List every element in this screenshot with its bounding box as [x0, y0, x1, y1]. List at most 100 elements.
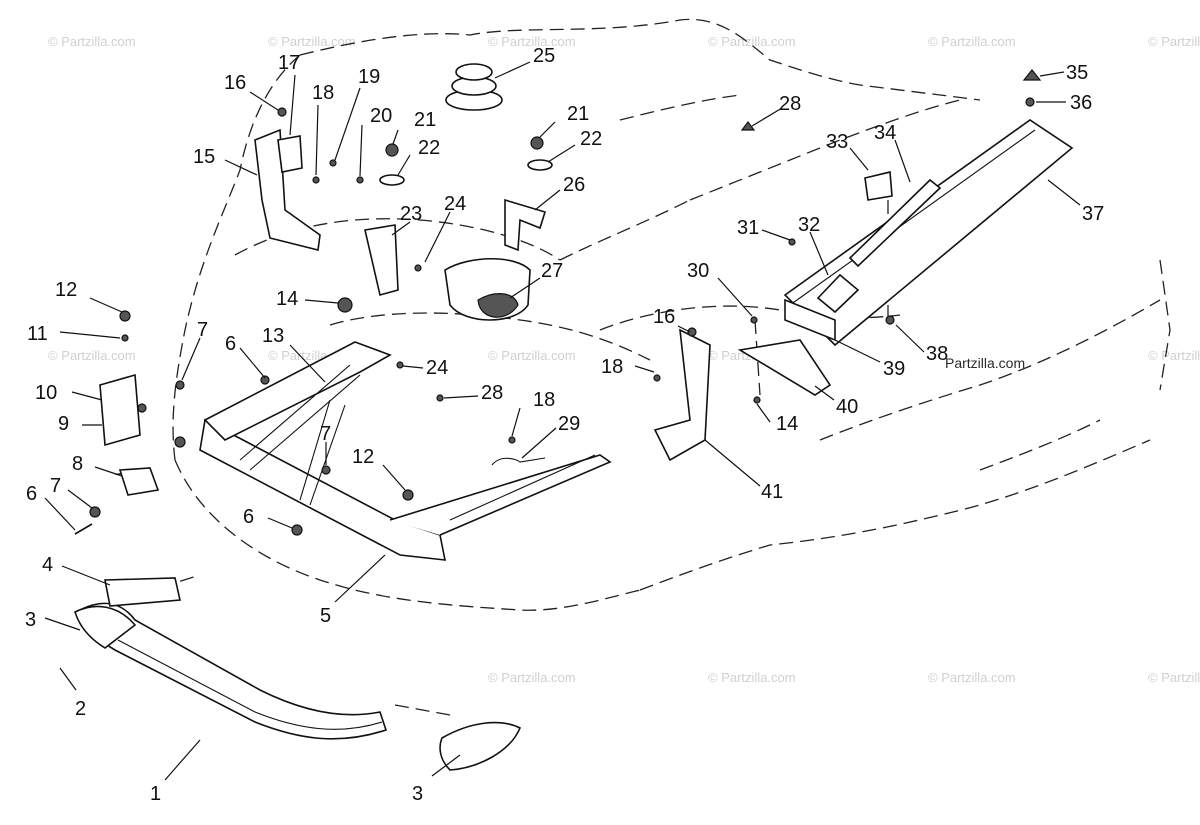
callout-26: 26 [563, 174, 585, 196]
windshield-dashed-line [619, 94, 741, 121]
front-frame-upper [203, 341, 392, 441]
screw-18-lower [508, 436, 516, 444]
bumper-end-cap-left [74, 605, 137, 649]
leader-25 [494, 61, 531, 79]
callout-4: 4 [42, 554, 53, 576]
leader-30 [717, 277, 753, 317]
callout-30: 30 [687, 260, 709, 282]
callout-29: 29 [558, 413, 580, 435]
leader-21a [392, 129, 399, 145]
decal-32 [816, 273, 860, 314]
callout-6: 6 [243, 506, 254, 528]
watermark: © Partzilla.com [488, 670, 576, 685]
callout-7: 7 [320, 423, 331, 445]
callout-8: 8 [72, 453, 83, 475]
leader-17 [289, 74, 296, 136]
callout-14: 14 [276, 288, 298, 310]
callout-6: 6 [26, 483, 37, 505]
leader-3a [44, 617, 81, 631]
watermark: © Partzilla.com [708, 34, 796, 49]
callout-24: 24 [444, 193, 466, 215]
leader-10 [71, 391, 103, 401]
leader-7b [181, 337, 201, 381]
leader-18c [511, 407, 521, 437]
knob-21-left [385, 143, 399, 157]
leader-19 [334, 87, 361, 161]
callout-3: 3 [25, 609, 36, 631]
leader-23 [391, 221, 411, 236]
watermark: © Partzilla.com [488, 34, 576, 49]
bolt-6 [74, 523, 93, 535]
leader-39 [834, 339, 881, 363]
callout-38: 38 [926, 343, 948, 365]
callout-20: 20 [370, 105, 392, 127]
leader-lines [44, 61, 1081, 781]
callout-2: 2 [75, 698, 86, 720]
bracket-40 [737, 339, 832, 396]
nut-7-upper [175, 380, 185, 390]
nut-7-lower [174, 436, 186, 448]
screw-10 [137, 403, 147, 413]
rivet-20 [356, 176, 364, 184]
callout-36: 36 [1070, 92, 1092, 114]
cable-29 [449, 454, 596, 521]
nut-12 [119, 310, 131, 322]
leader-8 [94, 466, 123, 477]
grommet-36 [1025, 97, 1035, 107]
inner-dashed-line [329, 312, 651, 361]
leader-38 [895, 324, 925, 353]
leader-40 [814, 385, 835, 401]
hood-left-dashed-line [172, 54, 301, 461]
callout-21: 21 [414, 109, 436, 131]
hood-bottom-dashed-line [174, 459, 641, 611]
callout-39: 39 [883, 358, 905, 380]
nut-12-frame [402, 489, 414, 501]
fastener-35 [1022, 69, 1042, 81]
bracket-bolt-dashed-line [754, 319, 761, 396]
watermark: © Partzilla.com [1148, 34, 1200, 49]
leader-7a [67, 489, 93, 509]
watermark: © Partzilla.com [48, 34, 136, 49]
decal-33 [864, 171, 893, 201]
bracket-8 [118, 467, 160, 496]
callout-35: 35 [1066, 62, 1088, 84]
tunnel-top-dashed-line [689, 99, 961, 201]
callout-34: 34 [874, 122, 896, 144]
leader-18a [315, 104, 319, 176]
leader-27 [509, 277, 541, 299]
callout-27: 27 [541, 260, 563, 282]
leader-11 [59, 331, 121, 339]
callout-16: 16 [653, 306, 675, 328]
screw-19 [329, 159, 337, 167]
watermark: © Partzilla.com [488, 348, 576, 363]
watermark: © Partzilla.com [708, 670, 796, 685]
callout-41: 41 [761, 481, 783, 503]
callout-28: 28 [779, 93, 801, 115]
leader-14a [304, 299, 339, 304]
callout-12: 12 [352, 446, 374, 468]
leader-14b [756, 403, 771, 423]
clip-28-upper [740, 121, 756, 131]
bracket-26 [504, 198, 547, 252]
bumper-end-dashed-line [394, 704, 451, 716]
clip-28 [436, 394, 444, 402]
leader-28a [751, 107, 783, 127]
leader-41 [704, 439, 761, 487]
callout-40: 40 [836, 396, 858, 418]
leader-31 [761, 229, 791, 241]
lower-right-dashed-line [979, 419, 1101, 471]
callout-3: 3 [412, 783, 423, 805]
bracket-9 [99, 373, 141, 447]
callout-21: 21 [567, 103, 589, 125]
cowl-dashed-line [559, 199, 691, 261]
leader-26 [534, 189, 561, 211]
plate-17 [277, 135, 303, 173]
front-bumper [79, 602, 388, 740]
callout-22: 22 [580, 128, 602, 150]
leader-24b [402, 365, 424, 369]
leader-18b [634, 365, 655, 373]
frame-brace [239, 364, 361, 506]
callout-18: 18 [533, 389, 555, 411]
bumper-mount-bracket [104, 577, 181, 607]
bolt-6-upper [260, 375, 270, 385]
